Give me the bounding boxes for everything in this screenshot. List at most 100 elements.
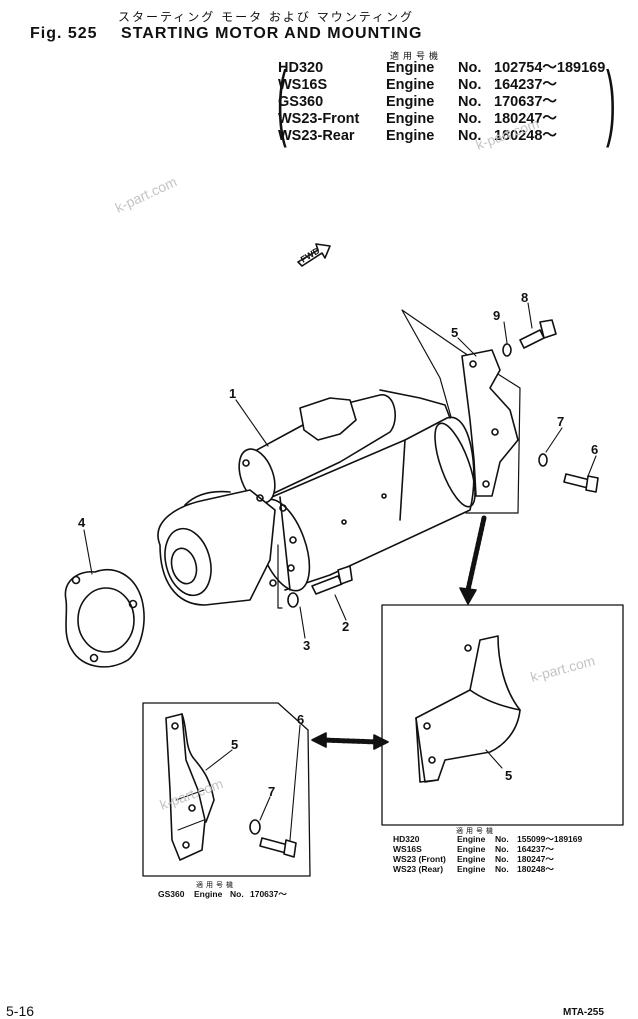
bolt-6 [563,473,599,493]
starting-motor [157,389,476,606]
engine-label: Engine [457,834,486,844]
watermark-text: k-part.com [529,652,597,685]
leader-line [485,749,503,769]
engine-label: Engine [194,889,223,899]
model-name: WS23 (Front) [393,854,446,864]
callout-9: 9 [493,308,500,323]
detail-right-row: WS23 (Rear) Engine No. 180248～ [393,864,582,874]
watermark-text: k-part.com [474,115,542,153]
bracket-hole [482,480,490,488]
callout-6: 6 [591,442,598,457]
fwd-arrow-icon: FWD [297,243,331,267]
bracket-right-detail [415,635,521,783]
watermark-text: k-part.com [113,173,180,215]
bracket-hole [491,428,499,436]
callout-8: 8 [521,290,528,305]
model-name: WS23-Front [278,111,360,127]
applicability-row: WS23-Front Engine No. 180247～ [278,111,605,128]
bracket-upper [461,349,519,497]
serial-range: 170637～ [250,889,287,899]
detail-right-table: HD320 Engine No. 155099～189169 WS16S Eng… [393,834,582,874]
bolt-2 [311,565,353,595]
detail-box-left [142,702,311,877]
number-label: No. [458,77,482,93]
callout-6-left: 6 [297,712,304,727]
model-name: WS23 (Rear) [393,864,444,874]
engine-label: Engine [457,854,486,864]
serial-range: 102754～189169 [494,60,606,76]
detail-right-heading: 適用号機 [456,827,496,835]
serial-range: 164237～ [517,844,554,854]
motor-frame [277,544,283,609]
number-label: No. [495,834,509,844]
applicability-table: HD320 Engine No. 102754～189169 WS16S Eng… [278,60,605,145]
callout-2: 2 [342,619,349,634]
engine-label: Engine [457,864,486,874]
detail-box-right [381,604,624,826]
bracket-left-detail [165,713,215,861]
callout-5-left: 5 [231,737,238,752]
model-name: WS16S [393,844,422,854]
callout-5: 5 [451,325,458,340]
left-bracket: ( [277,54,287,148]
detail-left-row: GS360 Engine No. 170637～ [158,889,287,899]
callout-3: 3 [303,638,310,653]
serial-range: 180248～ [494,128,557,144]
serial-range: 180248～ [517,864,554,874]
leader-lines [83,302,597,639]
number-label: No. [458,128,482,144]
applicability-row: GS360 Engine No. 170637～ [278,94,605,111]
callout-1: 1 [229,386,236,401]
model-name: GS360 [158,889,185,899]
engine-label: Engine [386,128,435,144]
engine-label: Engine [457,844,486,854]
number-label: No. [230,889,244,899]
detail-right-row: WS23 (Front) Engine No. 180247～ [393,854,582,864]
engine-label: Engine [386,111,435,127]
detail-right-row: WS16S Engine No. 164237～ [393,844,582,854]
serial-range: 170637～ [494,94,557,110]
serial-range: 164237～ [494,77,557,93]
washer-7-detail [249,819,261,835]
callout-5-right: 5 [505,768,512,783]
figure-name: STARTING MOTOR AND MOUNTING [121,25,423,42]
applicability-row: WS16S Engine No. 164237～ [278,77,605,94]
serial-range: 155099～189169 [517,834,583,844]
model-name: GS360 [278,94,324,110]
engine-label: Engine [386,77,435,93]
title-japanese: スターティング モータ および マウンティング [118,10,415,24]
page-number: 5-16 [6,1003,35,1019]
applicability-row: WS23-Rear Engine No. 180248～ [278,128,605,145]
figure-code: MTA-255 [563,1007,604,1018]
serial-range: 180247～ [517,854,554,864]
right-bracket: ) [606,54,616,148]
down-arrow-icon [459,515,487,605]
washer-9 [502,343,512,357]
callout-7: 7 [557,414,564,429]
callout-4: 4 [78,515,86,530]
model-name: WS16S [278,77,328,93]
number-label: No. [458,94,482,110]
number-label: No. [458,111,482,127]
applicability-row: HD320 Engine No. 102754～189169 [278,60,605,77]
washer-7 [538,453,548,467]
engine-label: Engine [386,60,435,76]
detail-left-table: GS360 Engine No. 170637～ [158,889,287,899]
leader-lines-detail [205,724,301,841]
number-label: No. [495,864,509,874]
figure-title: Fig. 525 STARTING MOTOR AND MOUNTING [30,25,422,43]
model-name: WS23-Rear [278,128,355,144]
callout-7-left: 7 [268,784,275,799]
callout-numbers: 1 2 3 4 5 6 7 8 9 5 7 6 5 [78,290,598,799]
bolt-8 [519,319,557,349]
number-label: No. [458,60,482,76]
detail-left-heading: 適用号機 [196,881,236,889]
serial-range: 180247～ [494,111,557,127]
model-name: HD320 [278,60,324,76]
bolt-6-detail [259,837,297,858]
model-name: HD320 [393,834,420,844]
figure-number: Fig. 525 [30,25,98,42]
bracket-hole [469,360,477,368]
gasket [64,569,145,668]
